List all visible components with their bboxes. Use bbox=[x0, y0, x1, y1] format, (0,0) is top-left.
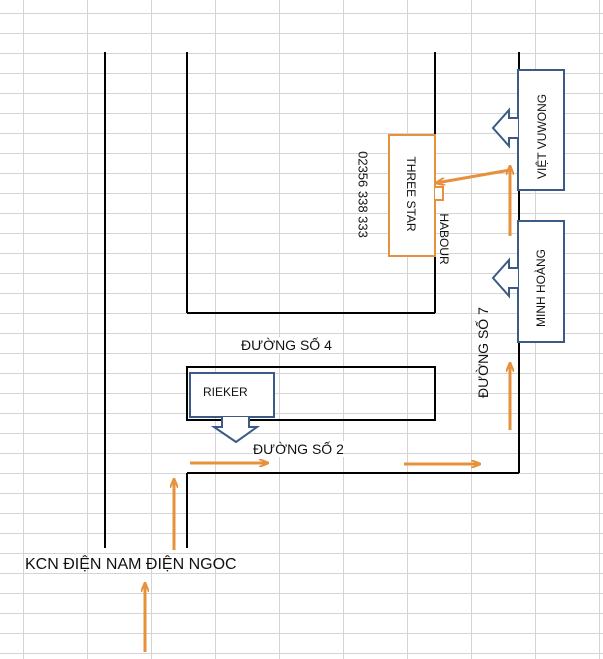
block-arrow-icon bbox=[491, 107, 518, 149]
road-2-label: ĐƯỜNG SỐ 2 bbox=[253, 441, 344, 457]
phone-label: 02356 338 333 bbox=[355, 151, 371, 238]
building-viet-vuwong bbox=[517, 69, 565, 191]
arrow-icon bbox=[436, 168, 511, 183]
building-minh-hoang-label: MINH HOÀNG bbox=[534, 249, 548, 327]
building-three-star bbox=[388, 134, 436, 257]
building-rieker bbox=[189, 372, 275, 418]
road-block-rieker bbox=[186, 366, 436, 421]
block-arrow-icon bbox=[491, 257, 518, 299]
zone-label: KCN ĐIỆN NAM ĐIỆN NGOC bbox=[25, 556, 237, 573]
building-viet-vuwong-label: VIỆT VUWONG bbox=[535, 93, 549, 179]
building-minh-hoang bbox=[517, 220, 565, 343]
block-arrow-icon bbox=[435, 186, 444, 201]
block-arrow-icon bbox=[210, 417, 261, 444]
building-three-star-label: THREE STAR bbox=[404, 156, 418, 232]
building-rieker-label: RIEKER bbox=[203, 385, 248, 399]
road-7-label: ĐƯỜNG SỐ 7 bbox=[475, 307, 491, 398]
habour-label: HABOUR bbox=[437, 213, 451, 265]
road-4-label: ĐƯỜNG SỐ 4 bbox=[241, 337, 332, 353]
